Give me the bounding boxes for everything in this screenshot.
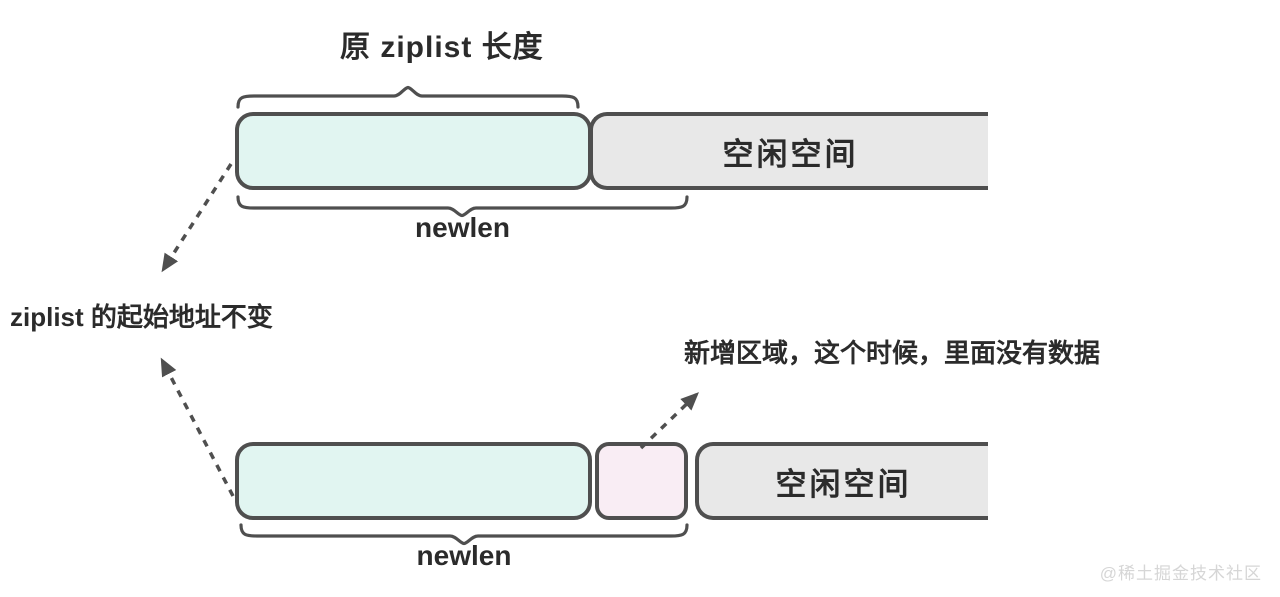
original-ziplist-box-after <box>235 442 592 520</box>
newlen-label-before: newlen <box>415 212 510 243</box>
watermark: @稀土掘金技术社区 <box>1099 564 1262 583</box>
brace-original-length-icon <box>236 85 580 109</box>
original-ziplist-length-label: 原 ziplist 长度 <box>340 31 544 64</box>
arrow-top-box-to-address-note <box>161 163 233 273</box>
arrow-new-area-to-note <box>639 392 699 450</box>
free-space-label-before: 空闲空间 <box>722 136 859 172</box>
new-area-box <box>595 442 688 520</box>
free-space-label-after: 空闲空间 <box>775 466 912 502</box>
new-area-note: 新增区域，这个时候，里面没有数据 <box>684 338 1101 368</box>
newlen-label-after: newlen <box>416 540 512 571</box>
free-space-box-after: 空闲空间 <box>695 442 988 520</box>
start-address-note: ziplist 的起始地址不变 <box>10 302 273 332</box>
arrow-bottom-box-to-address-note <box>160 357 235 497</box>
original-ziplist-box-before <box>235 112 592 190</box>
free-space-box-before: 空闲空间 <box>589 112 988 190</box>
